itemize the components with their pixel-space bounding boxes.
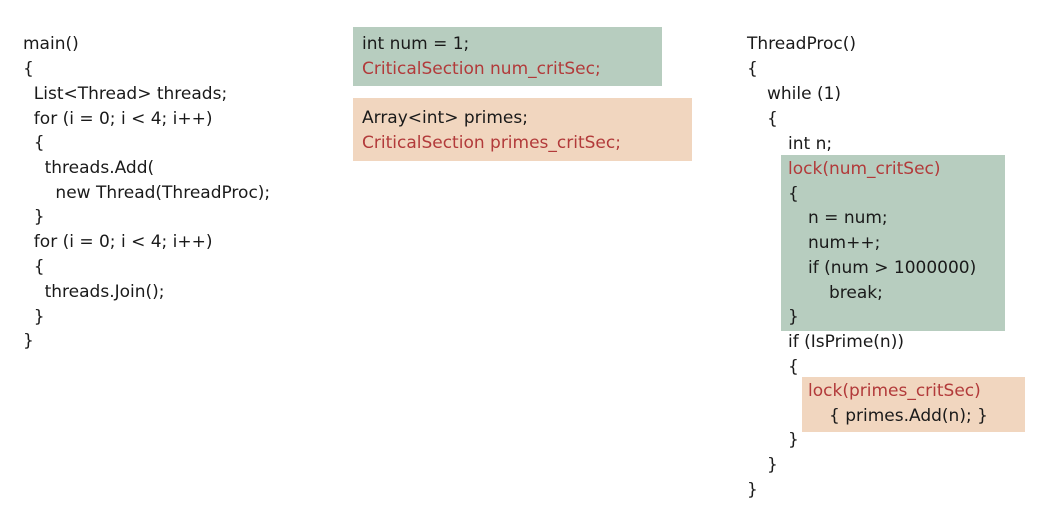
limit-check: if (num > 1000000) (808, 258, 977, 278)
main-code-line: } (23, 307, 45, 327)
lock-num-close-brace: } (788, 307, 799, 327)
main-code-line: { (23, 59, 34, 79)
primes-add-statement: { primes.Add(n); } (829, 406, 988, 426)
primes-declaration: Array<int> primes; (362, 108, 528, 128)
while-close-brace: } (767, 455, 778, 475)
primes-lock-region (802, 377, 1025, 432)
main-code-line: new Thread(ThreadProc); (23, 183, 271, 203)
main-code-line: for (i = 0; i < 4; i++) (23, 109, 213, 129)
assign-statement: n = num; (808, 208, 888, 228)
n-declaration: int n; (788, 134, 833, 154)
num-globals-box (353, 27, 662, 86)
threadproc-header: ThreadProc() (747, 34, 857, 54)
main-code-line: main() (23, 34, 79, 54)
primes-critsec-declaration: CriticalSection primes_critSec; (362, 133, 621, 153)
if-close-brace: } (788, 430, 799, 450)
isprime-check: if (IsPrime(n)) (788, 332, 904, 352)
main-code-line: { (23, 133, 45, 153)
main-code-line: threads.Join(); (23, 282, 165, 302)
increment-statement: num++; (808, 233, 881, 253)
main-code-line: } (23, 207, 45, 227)
main-code-line: List<Thread> threads; (23, 84, 228, 104)
lock-num-statement: lock(num_critSec) (788, 159, 941, 179)
lock-num-open-brace: { (788, 184, 799, 204)
if-open-brace: { (788, 357, 799, 377)
threadproc-open-brace: { (747, 59, 758, 79)
num-declaration: int num = 1; (362, 34, 470, 54)
main-code-line: } (23, 331, 34, 351)
threadproc-close-brace: } (747, 480, 758, 500)
lock-primes-statement: lock(primes_critSec) (808, 381, 981, 401)
while-open-brace: { (767, 109, 778, 129)
while-loop: while (1) (767, 84, 842, 104)
main-code-line: for (i = 0; i < 4; i++) (23, 232, 213, 252)
num-lock-region (781, 155, 1005, 331)
primes-globals-box (353, 98, 692, 161)
main-code-line: { (23, 257, 45, 277)
main-code-line: threads.Add( (23, 158, 155, 178)
num-critsec-declaration: CriticalSection num_critSec; (362, 59, 601, 79)
break-statement: break; (829, 283, 883, 303)
